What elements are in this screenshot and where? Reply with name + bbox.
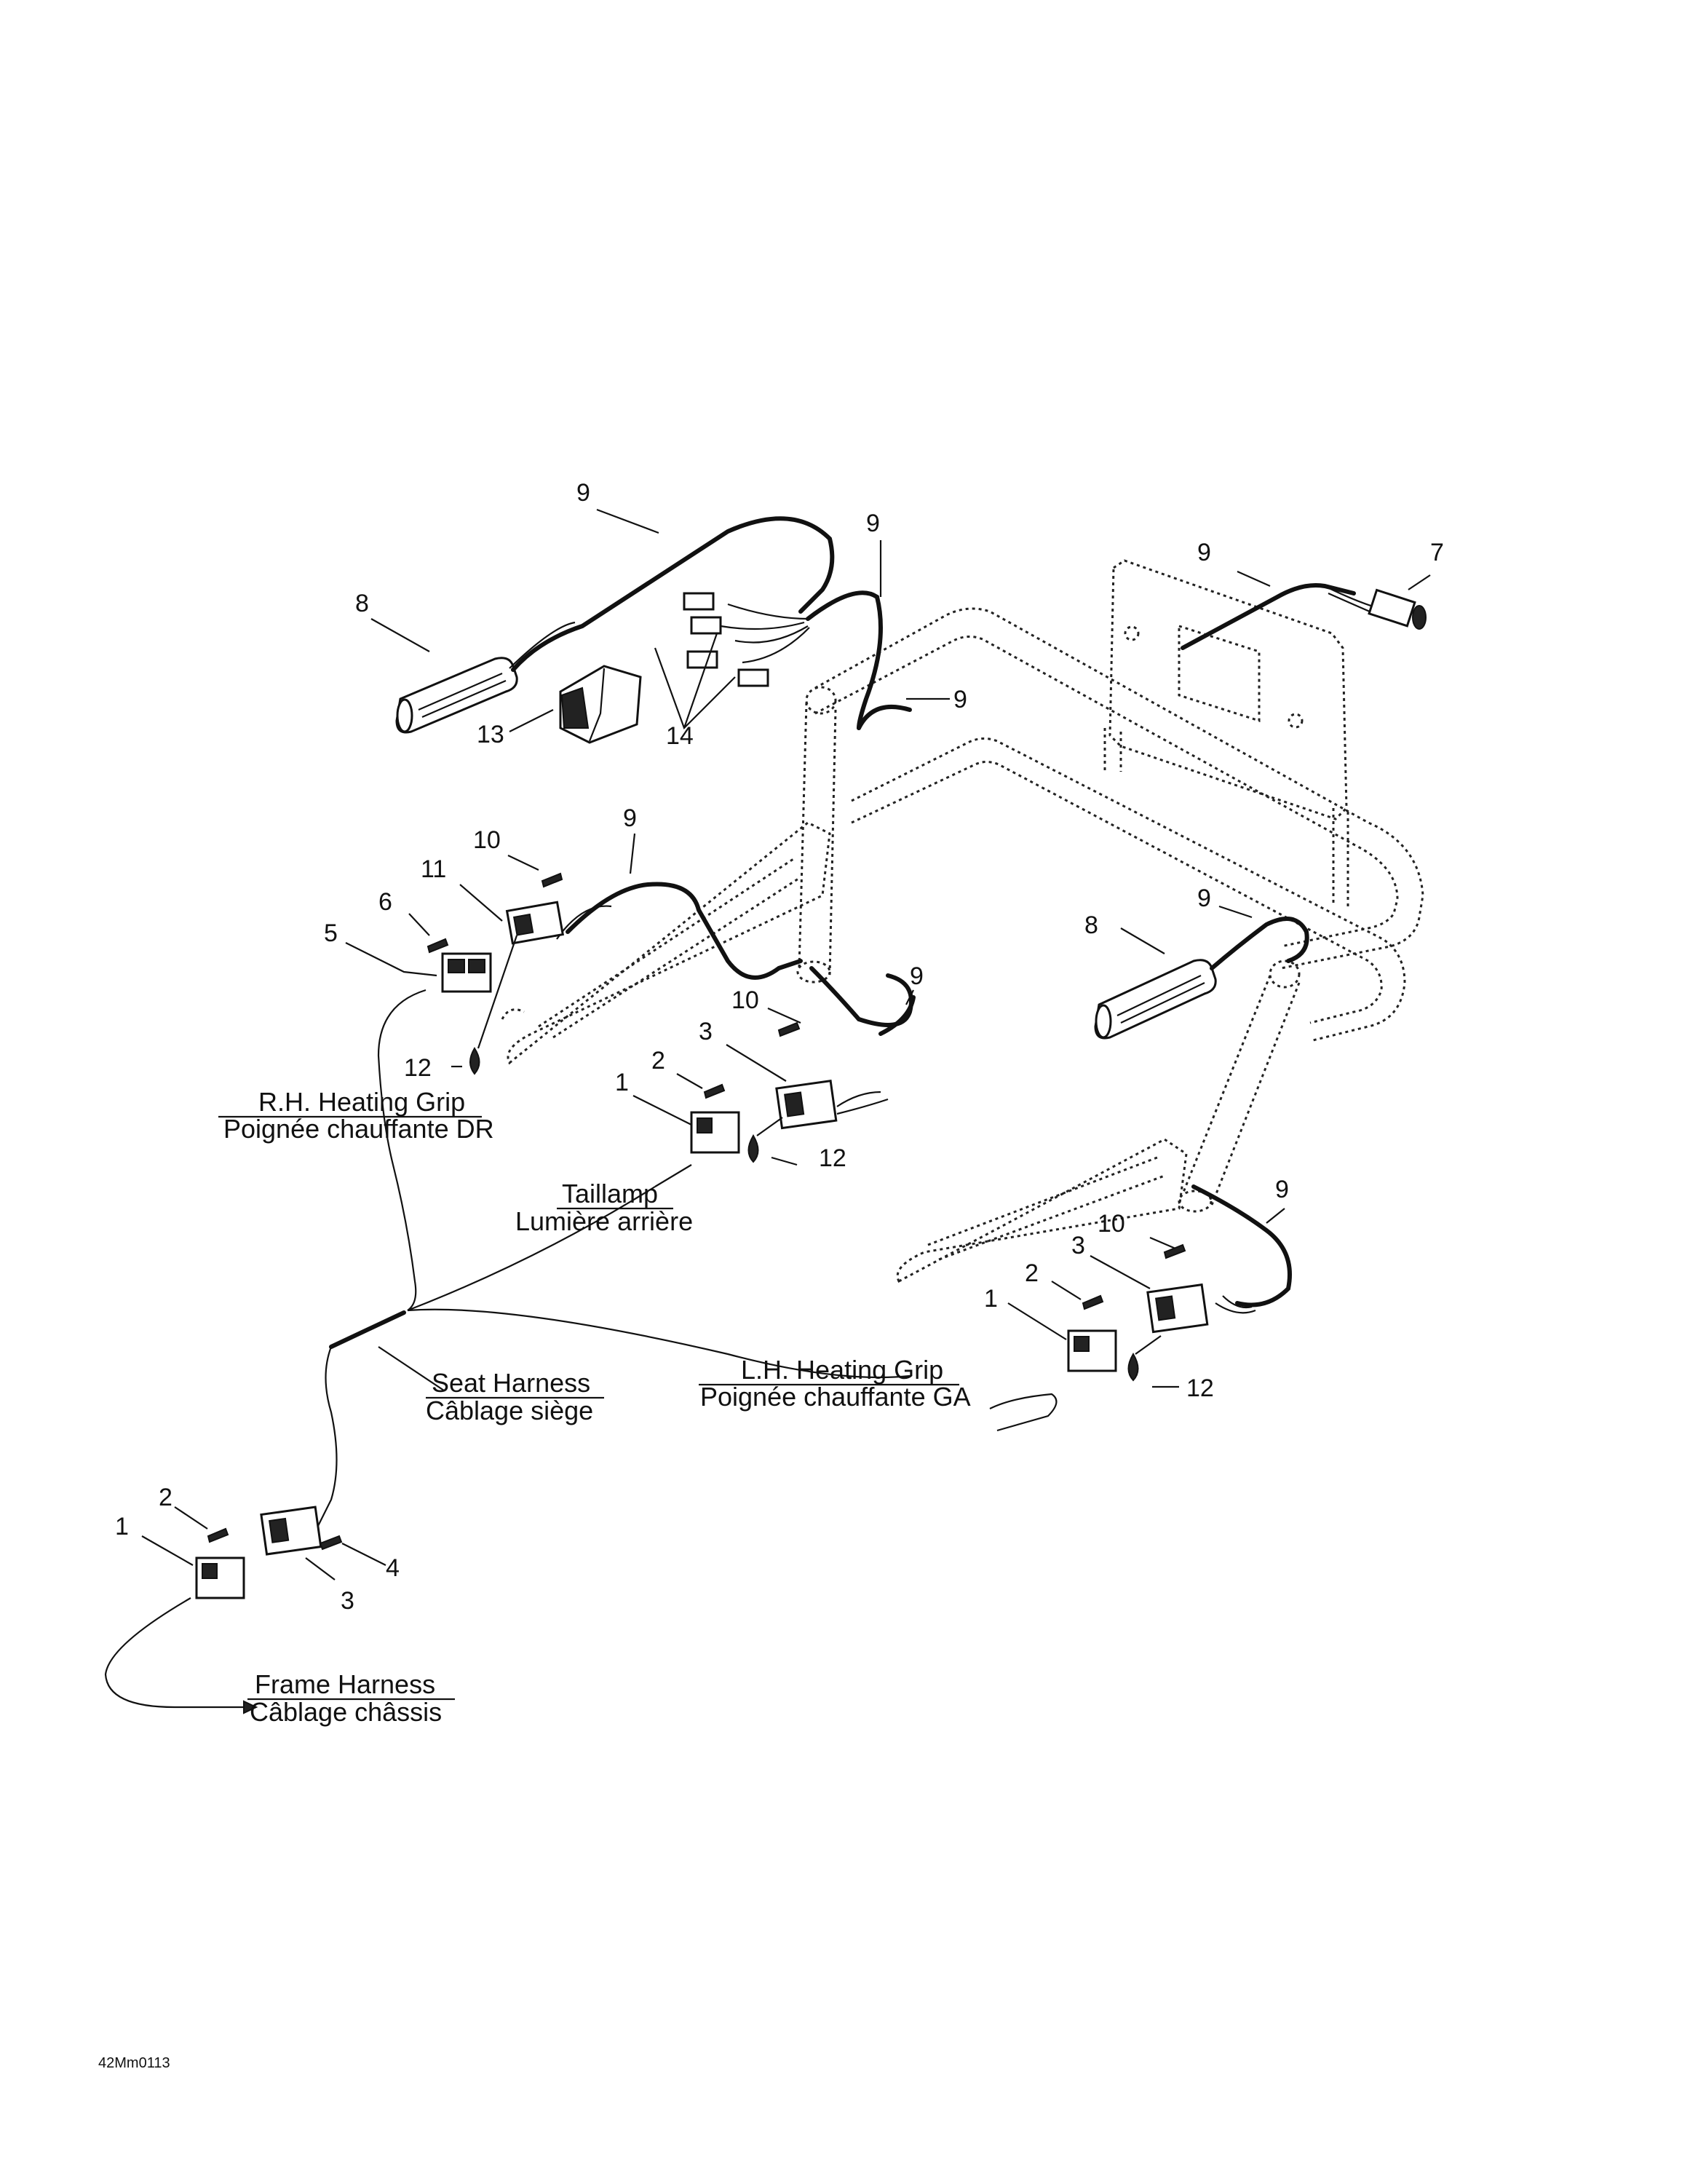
- connector-housing-3-bottom: [260, 1506, 322, 1556]
- spade-terminals: [683, 592, 769, 687]
- taillamp-connector: [1181, 583, 1427, 650]
- callout-2-a: 2: [651, 1047, 665, 1075]
- grease-drop-icon-right: [1127, 1353, 1139, 1382]
- rocker-switch-socket: [559, 665, 642, 744]
- connector-housing-1-right: [1067, 1329, 1117, 1372]
- callout-9-g: 9: [1197, 885, 1211, 912]
- pin-terminal-6: [427, 938, 449, 954]
- callout-3-c: 3: [341, 1587, 354, 1615]
- pin-terminal-10-center: [777, 1021, 801, 1037]
- callout-9-b: 9: [866, 510, 880, 537]
- seat-harness-trunk: [104, 989, 911, 1714]
- captions: R.H. Heating Grip Poignée chauffante DR …: [218, 1087, 971, 1727]
- pin-terminal-10: [541, 872, 563, 888]
- heating-grip-element-lh: [1094, 959, 1217, 1040]
- callout-5: 5: [324, 919, 338, 947]
- pin-terminal-2-bottom: [207, 1527, 229, 1543]
- connector-housing-11: [505, 901, 565, 945]
- callout-2-b: 2: [1025, 1259, 1039, 1287]
- heating-grip-element-rh: [395, 657, 518, 734]
- callout-8-a: 8: [355, 590, 369, 617]
- caption-taillamp-fr: Lumière arrière: [515, 1206, 693, 1236]
- callout-3-a: 3: [699, 1018, 713, 1045]
- caption-lh-grip-fr: Poignée chauffante GA: [700, 1382, 971, 1412]
- pin-terminal-10-right: [1163, 1243, 1186, 1259]
- connector-housing-3-right: [1146, 1283, 1209, 1334]
- rack-frame: [501, 559, 1424, 1283]
- caption-taillamp-en: Taillamp: [562, 1179, 658, 1208]
- callout-12-c: 12: [1186, 1374, 1214, 1402]
- caption-rh-grip-en: R.H. Heating Grip: [258, 1087, 465, 1117]
- callout-14: 14: [666, 722, 694, 750]
- center-connector-group: [690, 966, 916, 1163]
- callout-3-b: 3: [1071, 1232, 1085, 1259]
- callout-4: 4: [386, 1554, 400, 1582]
- callout-1-b: 1: [984, 1285, 998, 1313]
- callout-10-b: 10: [731, 986, 759, 1014]
- connector-housing-1-bottom: [195, 1556, 245, 1599]
- callout-11: 11: [421, 855, 446, 883]
- callout-9-h: 9: [1275, 1176, 1289, 1203]
- caption-frame-harness-fr: Câblage châssis: [250, 1697, 442, 1727]
- grease-drop-icon: [469, 1047, 480, 1075]
- callout-7: 7: [1430, 539, 1444, 566]
- caption-seat-harness-en: Seat Harness: [432, 1368, 590, 1398]
- connector-housing-5: [441, 952, 492, 993]
- grease-drop-icon-center: [747, 1134, 759, 1163]
- callout-1-c: 1: [115, 1513, 129, 1540]
- callout-9-f: 9: [910, 962, 924, 990]
- callout-1-a: 1: [615, 1069, 629, 1096]
- connector-housing-3-center: [775, 1079, 838, 1130]
- callout-9-c: 9: [1197, 539, 1211, 566]
- left-connector-group: [427, 872, 803, 1075]
- pin-terminal-2-center: [703, 1083, 726, 1099]
- caption-rh-grip-fr: Poignée chauffante DR: [223, 1114, 494, 1144]
- caption-seat-harness-fr: Câblage siège: [426, 1396, 593, 1425]
- callout-9-e: 9: [623, 804, 637, 832]
- callout-9-a: 9: [576, 479, 590, 507]
- callout-10-a: 10: [473, 826, 501, 854]
- caption-lh-grip-en: L.H. Heating Grip: [741, 1355, 943, 1385]
- callout-13: 13: [477, 721, 504, 748]
- callout-12-b: 12: [819, 1144, 846, 1172]
- callout-numbers: 9 9 9 7 8 9 13 14 9 10 11 6 5 12 9 9 10 …: [115, 479, 1444, 1615]
- caption-frame-harness-en: Frame Harness: [255, 1669, 435, 1699]
- right-connector-group: [1067, 917, 1309, 1382]
- callout-10-c: 10: [1098, 1210, 1125, 1238]
- callout-9-d: 9: [953, 686, 967, 713]
- pin-terminal-4: [319, 1535, 343, 1551]
- callout-8-b: 8: [1084, 911, 1098, 939]
- leader-lines: [141, 508, 1431, 1580]
- callout-6: 6: [378, 888, 392, 916]
- callout-2-c: 2: [159, 1484, 172, 1511]
- connector-housing-1-center: [690, 1111, 740, 1154]
- figure-code: 42Mm0113: [98, 2055, 170, 2071]
- callout-12-a: 12: [404, 1054, 432, 1082]
- top-harness-group: [395, 516, 1427, 744]
- pin-terminal-2-right: [1082, 1294, 1104, 1310]
